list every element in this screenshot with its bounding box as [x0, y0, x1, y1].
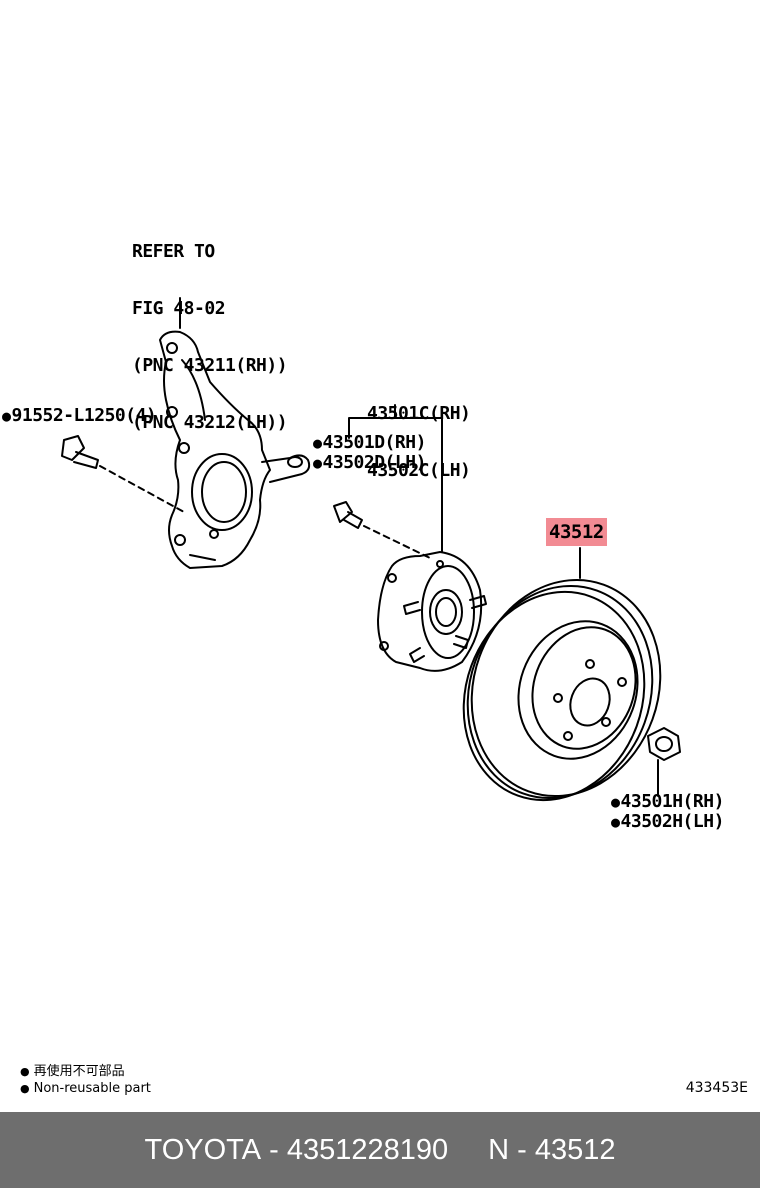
- brake-disc: [462, 578, 662, 802]
- hub-nut: [647, 727, 681, 761]
- refer-line-2: FIG 48-02: [132, 298, 226, 319]
- footer-separator: -: [261, 1133, 287, 1166]
- hub-bearing: [377, 551, 487, 672]
- stud-label-lh[interactable]: 43502D(LH): [313, 453, 427, 473]
- footer-ref: N - 43512: [488, 1133, 616, 1166]
- legend-jp: ●再使用不可部品: [20, 1064, 125, 1079]
- hub-label-rh[interactable]: 43501C(RH): [367, 403, 471, 424]
- footer-brand: TOYOTA: [144, 1133, 262, 1166]
- bolt-label[interactable]: 91552-L1250(4): [2, 406, 157, 426]
- refer-line-3: (PNC 43211(RH)): [132, 355, 288, 376]
- steering-knuckle: [159, 330, 311, 569]
- footer-bar: TOYOTA - 4351228190 N - 43512: [0, 1112, 760, 1188]
- legend-en: ●Non-reusable part: [20, 1081, 151, 1096]
- hub-stud: [333, 501, 363, 529]
- nut-label-rh[interactable]: 43501H(RH): [611, 792, 725, 812]
- bullet-icon: ●: [20, 1082, 30, 1095]
- refer-line-1: REFER TO: [132, 241, 215, 262]
- exploded-diagram: [61, 297, 681, 802]
- disc-label-highlighted[interactable]: 43512: [546, 518, 607, 546]
- stud-label-rh[interactable]: 43501D(RH): [313, 433, 427, 453]
- nut-label-lh[interactable]: 43502H(LH): [611, 812, 725, 832]
- footer-part-number: 4351228190: [286, 1133, 449, 1166]
- figure-code: 433453E: [685, 1080, 748, 1096]
- bullet-icon: ●: [20, 1065, 30, 1078]
- knuckle-bolt: [61, 435, 99, 469]
